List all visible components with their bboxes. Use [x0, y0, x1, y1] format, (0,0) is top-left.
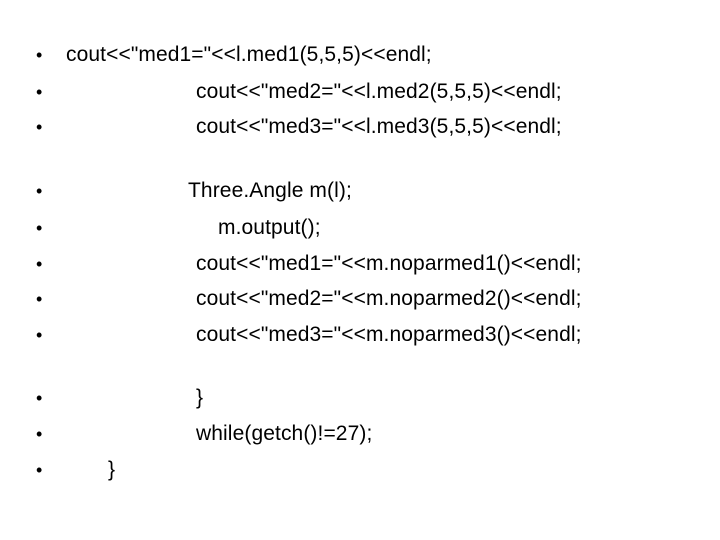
- list-item: • m.output();: [0, 213, 720, 243]
- bullet: •: [36, 289, 43, 309]
- code-line: }: [108, 458, 116, 481]
- list-item: • }: [0, 455, 720, 485]
- bullet: •: [36, 424, 43, 444]
- list-item: • while(getch()!=27);: [0, 419, 720, 449]
- code-line: cout<<"med2="<<m.noparmed2()<<endl;: [196, 287, 582, 310]
- code-line: m.output();: [218, 216, 321, 239]
- bullet: •: [36, 388, 43, 408]
- bullet: •: [36, 82, 43, 102]
- list-item: • cout<<"med1="<<l.med1(5,5,5)<<endl;: [0, 40, 720, 70]
- bullet: •: [36, 181, 43, 201]
- list-item: • cout<<"med3="<<l.med3(5,5,5)<<endl;: [0, 112, 720, 142]
- bullet: •: [36, 45, 43, 65]
- code-line: cout<<"med3="<<m.noparmed3()<<endl;: [196, 323, 582, 346]
- bullet: •: [36, 325, 43, 345]
- bullet: •: [36, 117, 43, 137]
- bullet: •: [36, 218, 43, 238]
- bullet: •: [36, 460, 43, 480]
- code-line: cout<<"med1="<<m.noparmed1()<<endl;: [196, 252, 582, 275]
- code-line: cout<<"med2="<<l.med2(5,5,5)<<endl;: [196, 80, 562, 103]
- code-line: cout<<"med1="<<l.med1(5,5,5)<<endl;: [66, 43, 432, 66]
- list-item: • cout<<"med2="<<m.noparmed2()<<endl;: [0, 284, 720, 314]
- list-item: • cout<<"med2="<<l.med2(5,5,5)<<endl;: [0, 77, 720, 107]
- list-item: • cout<<"med3="<<m.noparmed3()<<endl;: [0, 320, 720, 350]
- code-line: Three.Angle m(l);: [188, 179, 352, 202]
- code-line: cout<<"med3="<<l.med3(5,5,5)<<endl;: [196, 115, 562, 138]
- code-line: while(getch()!=27);: [196, 422, 373, 445]
- list-item: • cout<<"med1="<<m.noparmed1()<<endl;: [0, 249, 720, 279]
- bullet: •: [36, 254, 43, 274]
- list-item: • Three.Angle m(l);: [0, 176, 720, 206]
- code-line: }: [196, 386, 204, 409]
- list-item: • }: [0, 383, 720, 413]
